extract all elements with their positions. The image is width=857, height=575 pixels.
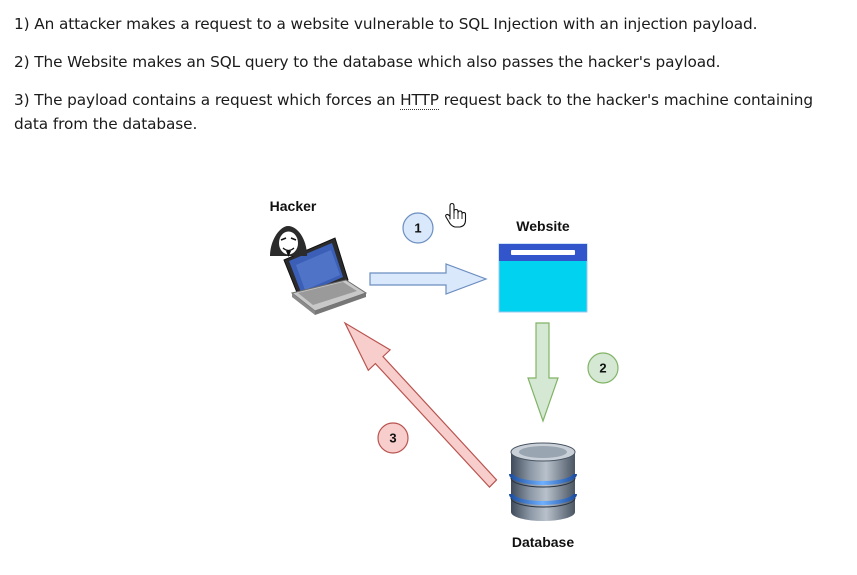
http-abbr[interactable]: HTTP	[400, 91, 439, 110]
badge-1: 1	[402, 212, 434, 244]
arrow-1	[369, 263, 488, 295]
database-label: Database	[512, 534, 574, 550]
step-3-text-after: request back to the hacker's machine con…	[14, 91, 813, 133]
hand-cursor-icon	[445, 202, 467, 228]
badge-2: 2	[587, 352, 619, 384]
arrow-2	[527, 322, 559, 423]
svg-text:2: 2	[599, 361, 606, 376]
arrow-3	[343, 321, 498, 488]
step-2: 2) The Website makes an SQL query to the…	[14, 53, 721, 71]
svg-text:1: 1	[414, 221, 421, 236]
laptop-icon	[283, 237, 368, 315]
step-1: 1) An attacker makes a request to a webs…	[14, 15, 758, 33]
steps-text: 1) An attacker makes a request to a webs…	[14, 12, 849, 150]
step-3-text-before: 3) The payload contains a request which …	[14, 91, 401, 109]
website-window-icon	[498, 243, 588, 313]
website-label: Website	[516, 218, 570, 234]
svg-text:3: 3	[389, 431, 396, 446]
badge-3: 3	[377, 422, 409, 454]
step-3: 3) The payload contains a request which …	[14, 88, 849, 136]
database-icon	[509, 442, 577, 521]
anonymous-mask-icon	[270, 226, 307, 257]
hacker-label: Hacker	[270, 198, 317, 214]
